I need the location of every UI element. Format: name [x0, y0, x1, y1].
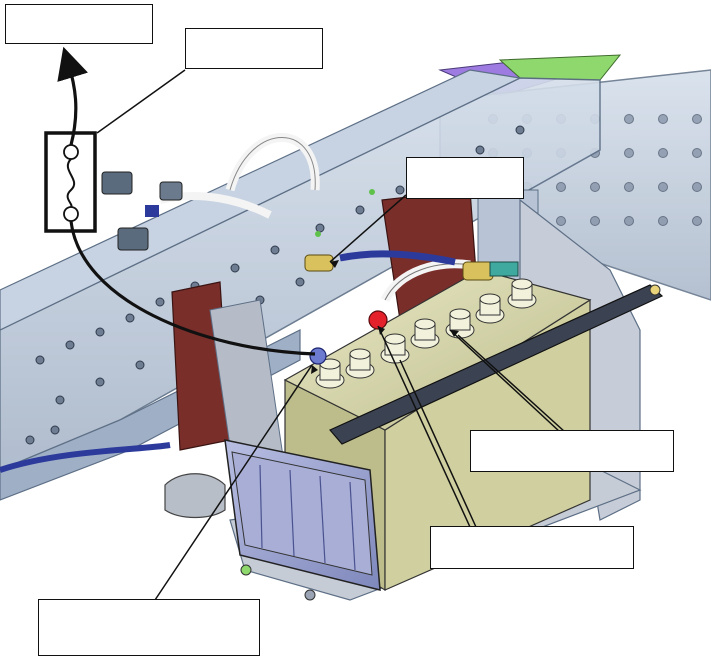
callout-box-bottom-left: [38, 599, 260, 656]
fuse-wire-to-battery: [69, 220, 316, 356]
brass-fitting-left: [304, 254, 334, 272]
battery-top: [283, 269, 592, 431]
green-component: [498, 54, 622, 81]
tray-bolt: [304, 589, 316, 601]
fuse-terminal-top: [63, 144, 79, 160]
negative-terminal: [309, 347, 327, 365]
green-marker-2: [315, 231, 321, 237]
junction-box-ribs: [259, 464, 356, 571]
cable-blue: [339, 250, 456, 266]
brass-fitting-terminal: [462, 261, 494, 281]
green-marker-1: [369, 189, 375, 195]
battery-cell-caps: [315, 278, 537, 389]
cable-main-blue-lower: [0, 442, 171, 473]
box-mount-bolt: [240, 564, 252, 576]
positive-terminal: [368, 310, 388, 330]
frame-rail-flange: [0, 69, 522, 331]
callout-box-upper-center: [185, 28, 323, 69]
junction-box-lid: [231, 451, 373, 576]
callout-box-mid-right: [406, 157, 524, 199]
cable-positive-outline: [384, 263, 471, 301]
hold-down-bolt: [649, 284, 661, 296]
leader-arrowheads: [311, 260, 459, 374]
breather-hose: [164, 473, 226, 519]
callout-box-lower-right-lower: [430, 526, 634, 569]
connector-cluster: [101, 171, 183, 251]
fuse-element: [66, 158, 76, 208]
rail-bolt-holes: [25, 125, 525, 445]
callout-box-top-left: [5, 4, 153, 44]
fuse-terminal-bottom: [63, 206, 79, 222]
teal-connector: [489, 261, 519, 277]
white-cable-loop-outline: [229, 137, 316, 191]
callout-box-lower-right-upper: [470, 430, 674, 472]
fuse-wire-up: [57, 46, 88, 146]
leader-lines: [96, 69, 566, 601]
